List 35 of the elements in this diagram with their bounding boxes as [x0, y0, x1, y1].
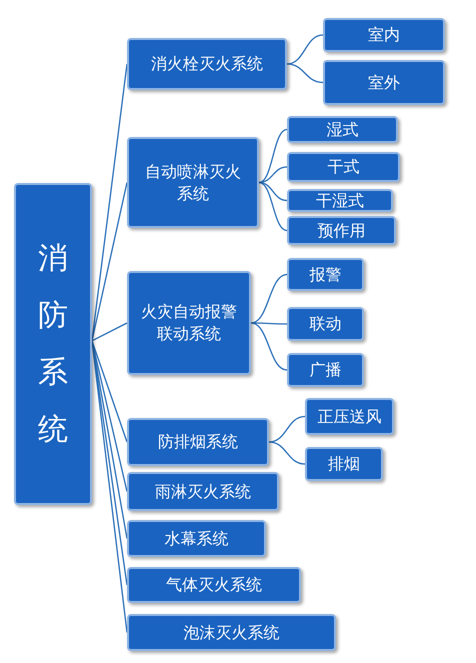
category-box: 自动喷淋灭火系统: [127, 137, 259, 228]
connector-line: [258, 182, 288, 202]
connector-line: [92, 322, 128, 342]
connector-line: [258, 182, 288, 232]
connector-line: [250, 322, 288, 371]
root-box: 消防系统: [14, 183, 92, 505]
category-box: 排烟: [305, 447, 383, 481]
connector-line: [268, 441, 306, 465]
category-box: 正压送风: [305, 398, 394, 435]
category-box: 气体灭火系统: [127, 567, 301, 603]
category-box: 联动: [287, 307, 364, 341]
category-box: 火灾自动报警联动系统: [127, 271, 251, 375]
connector-line: [258, 128, 288, 184]
category-box: 预作用: [287, 216, 396, 245]
category-box: 干湿式: [287, 189, 393, 212]
connector-line: [91, 340, 128, 492]
connector-line: [268, 416, 306, 443]
category-box: 干式: [287, 152, 400, 182]
connector-line: [286, 63, 324, 84]
connector-line: [91, 182, 128, 341]
category-box: 报警: [287, 258, 364, 291]
connector-line: [251, 322, 287, 325]
connector-line: [250, 274, 288, 324]
connector-line: [258, 166, 288, 184]
category-box: 防排烟系统: [127, 418, 269, 466]
category-box: 雨淋灭火系统: [127, 472, 279, 511]
category-box: 室内: [323, 18, 445, 52]
category-box: 湿式: [287, 116, 398, 143]
category-box: 室外: [323, 60, 445, 105]
category-box: 广播: [287, 353, 364, 387]
category-box: 消火栓灭火系统: [127, 38, 287, 90]
connector-line: [91, 340, 128, 442]
category-box: 泡沫灭火系统: [127, 614, 336, 651]
category-box: 水幕系统: [127, 520, 266, 557]
connector-line: [286, 34, 324, 65]
